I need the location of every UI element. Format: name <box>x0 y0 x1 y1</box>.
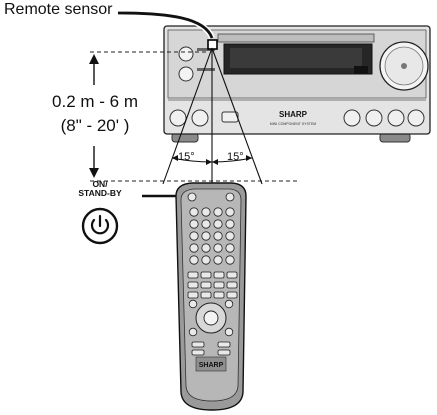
remote-key <box>187 271 199 279</box>
remote-key <box>189 231 199 241</box>
power-icon <box>81 207 119 245</box>
remote-key <box>189 207 199 217</box>
remote-key <box>201 231 211 241</box>
remote-key <box>217 341 231 348</box>
remote-key <box>187 281 199 289</box>
remote-key <box>225 219 235 229</box>
stereo-unit <box>163 25 431 143</box>
remote-key <box>189 243 199 253</box>
angle-left-label: 15° <box>178 151 195 163</box>
remote-key <box>213 207 223 217</box>
remote-key <box>200 291 212 299</box>
remote-key <box>200 281 212 289</box>
remote-key <box>201 243 211 253</box>
remote-key <box>225 231 235 241</box>
remote-key <box>213 271 225 279</box>
remote-key <box>225 255 235 265</box>
remote-brand: SHARP <box>199 362 224 369</box>
remote-key <box>189 255 199 265</box>
remote-key <box>213 281 225 289</box>
remote-key <box>187 192 197 202</box>
on-standby-line1: ON/ <box>92 179 108 189</box>
remote-control: SHARP <box>175 182 247 411</box>
remote-key <box>189 219 199 229</box>
remote-key <box>213 291 225 299</box>
distance-metric: 0.2 m - 6 m <box>52 92 138 111</box>
remote-key <box>225 207 235 217</box>
remote-key <box>201 255 211 265</box>
remote-key <box>188 327 198 337</box>
sensor-pointer-line <box>117 11 214 39</box>
angle-right-label: 15° <box>227 151 244 163</box>
distance-label: 0.2 m - 6 m (8" - 20' ) <box>40 90 150 138</box>
on-standby-line2: STAND-BY <box>78 188 122 198</box>
remote-key <box>191 341 205 348</box>
remote-key <box>200 271 212 279</box>
remote-key <box>226 291 238 299</box>
remote-key <box>187 291 199 299</box>
remote-key <box>217 349 231 356</box>
remote-key <box>224 327 234 337</box>
remote-key <box>191 349 205 356</box>
remote-key <box>213 255 223 265</box>
remote-key <box>201 207 211 217</box>
distance-imperial: (8" - 20' ) <box>60 116 130 135</box>
remote-key <box>226 271 238 279</box>
on-standby-label: ON/ STAND-BY <box>78 180 122 198</box>
remote-key <box>201 219 211 229</box>
remote-key <box>225 243 235 253</box>
remote-key <box>213 243 223 253</box>
remote-key <box>226 281 238 289</box>
distance-arrows <box>89 54 99 178</box>
remote-key <box>188 299 198 309</box>
remote-key <box>225 192 235 202</box>
stereo-model-line: MINI COMPONENT SYSTEM <box>270 122 316 126</box>
remote-sensor-label: Remote sensor <box>4 1 113 18</box>
remote-key <box>224 299 234 309</box>
stereo-brand: SHARP <box>279 110 308 119</box>
remote-key <box>213 231 223 241</box>
remote-key <box>213 219 223 229</box>
coverage-cone <box>162 47 263 185</box>
